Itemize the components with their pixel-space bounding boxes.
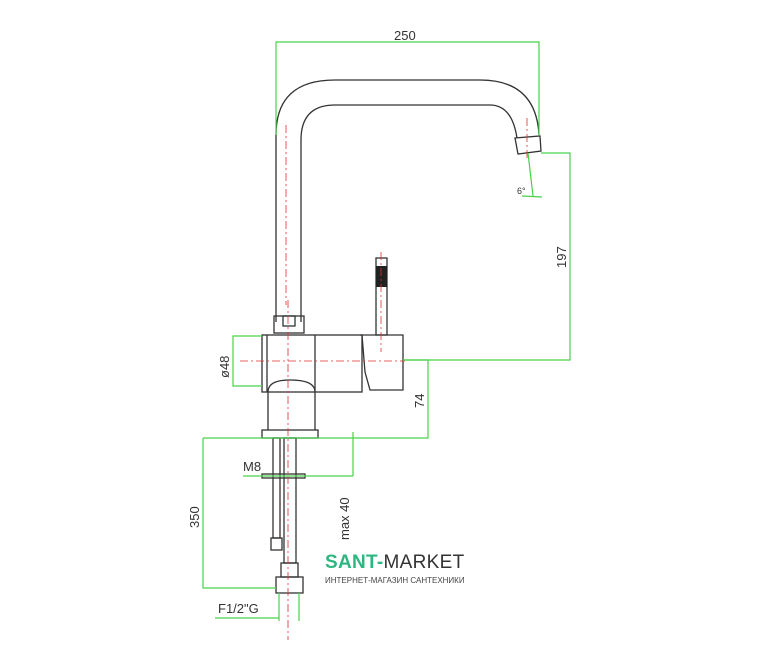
lever-handle — [375, 257, 388, 336]
spout — [275, 79, 542, 322]
mounting-rods — [261, 437, 306, 594]
dim-350: 350 — [187, 506, 202, 528]
neck — [261, 379, 319, 439]
dim-connection: F1/2"G — [218, 601, 259, 616]
dim-diameter: ø48 — [217, 356, 232, 378]
dim-m8: M8 — [243, 459, 261, 474]
dim-197: 197 — [554, 246, 569, 268]
dim-max-40: max 40 — [337, 497, 352, 540]
logo-brand-accent: SANT- — [325, 552, 384, 573]
dim-74: 74 — [412, 394, 427, 408]
faucet-body — [261, 334, 404, 393]
dim-250: 250 — [394, 28, 416, 43]
logo-brand-rest: MARKET — [383, 552, 465, 573]
dimension-lines — [202, 41, 571, 621]
centerlines — [240, 118, 528, 640]
sant-market-logo: SANT-MARKET ИНТЕРНЕТ-МАГАЗИН САНТЕХНИКИ — [325, 552, 465, 586]
logo-tagline: ИНТЕРНЕТ-МАГАЗИН САНТЕХНИКИ — [325, 576, 465, 585]
spout-nut — [273, 315, 305, 334]
dim-angle: 6° — [517, 186, 526, 196]
